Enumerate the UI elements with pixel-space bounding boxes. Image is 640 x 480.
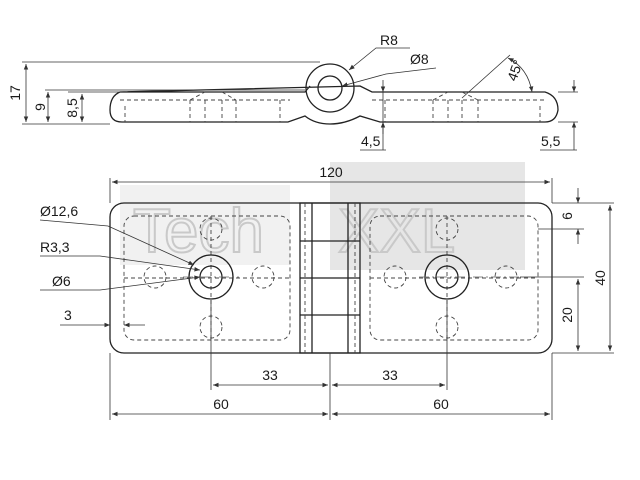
dim-40-label: 40 — [592, 270, 608, 286]
d126-label: Ø12,6 — [40, 203, 78, 219]
dim-60-label-right: 60 — [433, 396, 449, 412]
r8-leader — [348, 47, 410, 71]
left-pocket-outline — [123, 215, 291, 341]
dim-9-label: 9 — [32, 103, 48, 111]
top-view: Ø12,6 R3,3 Ø6 3 120 33 33 60 60 — [39, 164, 614, 420]
angle-45-label: 45° — [504, 58, 526, 83]
dim-55-label: 5,5 — [541, 133, 561, 149]
r33-leader — [40, 255, 201, 272]
dim-60-label-left: 60 — [213, 396, 229, 412]
r33-label: R3,3 — [40, 239, 70, 255]
angle-45-arc — [507, 57, 534, 93]
watermark-brand-left: Tech — [133, 197, 264, 266]
watermark-box-left — [120, 185, 290, 265]
side-countersink-lines — [189, 91, 479, 101]
right-boss-left — [383, 265, 407, 289]
d8-label: Ø8 — [410, 51, 429, 67]
dim-45-label: 4,5 — [361, 133, 381, 149]
knuckle-outer — [305, 63, 355, 113]
dim-33-label-left: 33 — [262, 367, 278, 383]
dim-17-label: 17 — [7, 85, 23, 101]
angle-45-ext — [461, 54, 511, 99]
left-boss-top — [199, 217, 223, 241]
dim-33-label-right: 33 — [382, 367, 398, 383]
d6-leader — [40, 275, 201, 291]
knuckle-pin-hole — [317, 75, 343, 101]
watermark-brand-right: XXL — [338, 197, 455, 266]
dim-3-label: 3 — [64, 307, 72, 323]
d8-leader — [341, 67, 437, 87]
dim-120-label: 120 — [319, 164, 343, 180]
left-boss-right — [251, 265, 275, 289]
d6-label: Ø6 — [52, 273, 71, 289]
right-boss-top — [435, 217, 459, 241]
dim-85-label: 8,5 — [64, 98, 80, 118]
side-plate-outline — [109, 85, 559, 125]
side-view: 17 9 8,5 R8 Ø8 45° 4,5 5,5 — [7, 32, 578, 151]
r8-label: R8 — [380, 32, 398, 48]
left-boss-left — [143, 265, 167, 289]
dim-6-label: 6 — [559, 212, 575, 220]
dim-20-label: 20 — [559, 307, 575, 323]
d126-leader — [39, 219, 195, 266]
